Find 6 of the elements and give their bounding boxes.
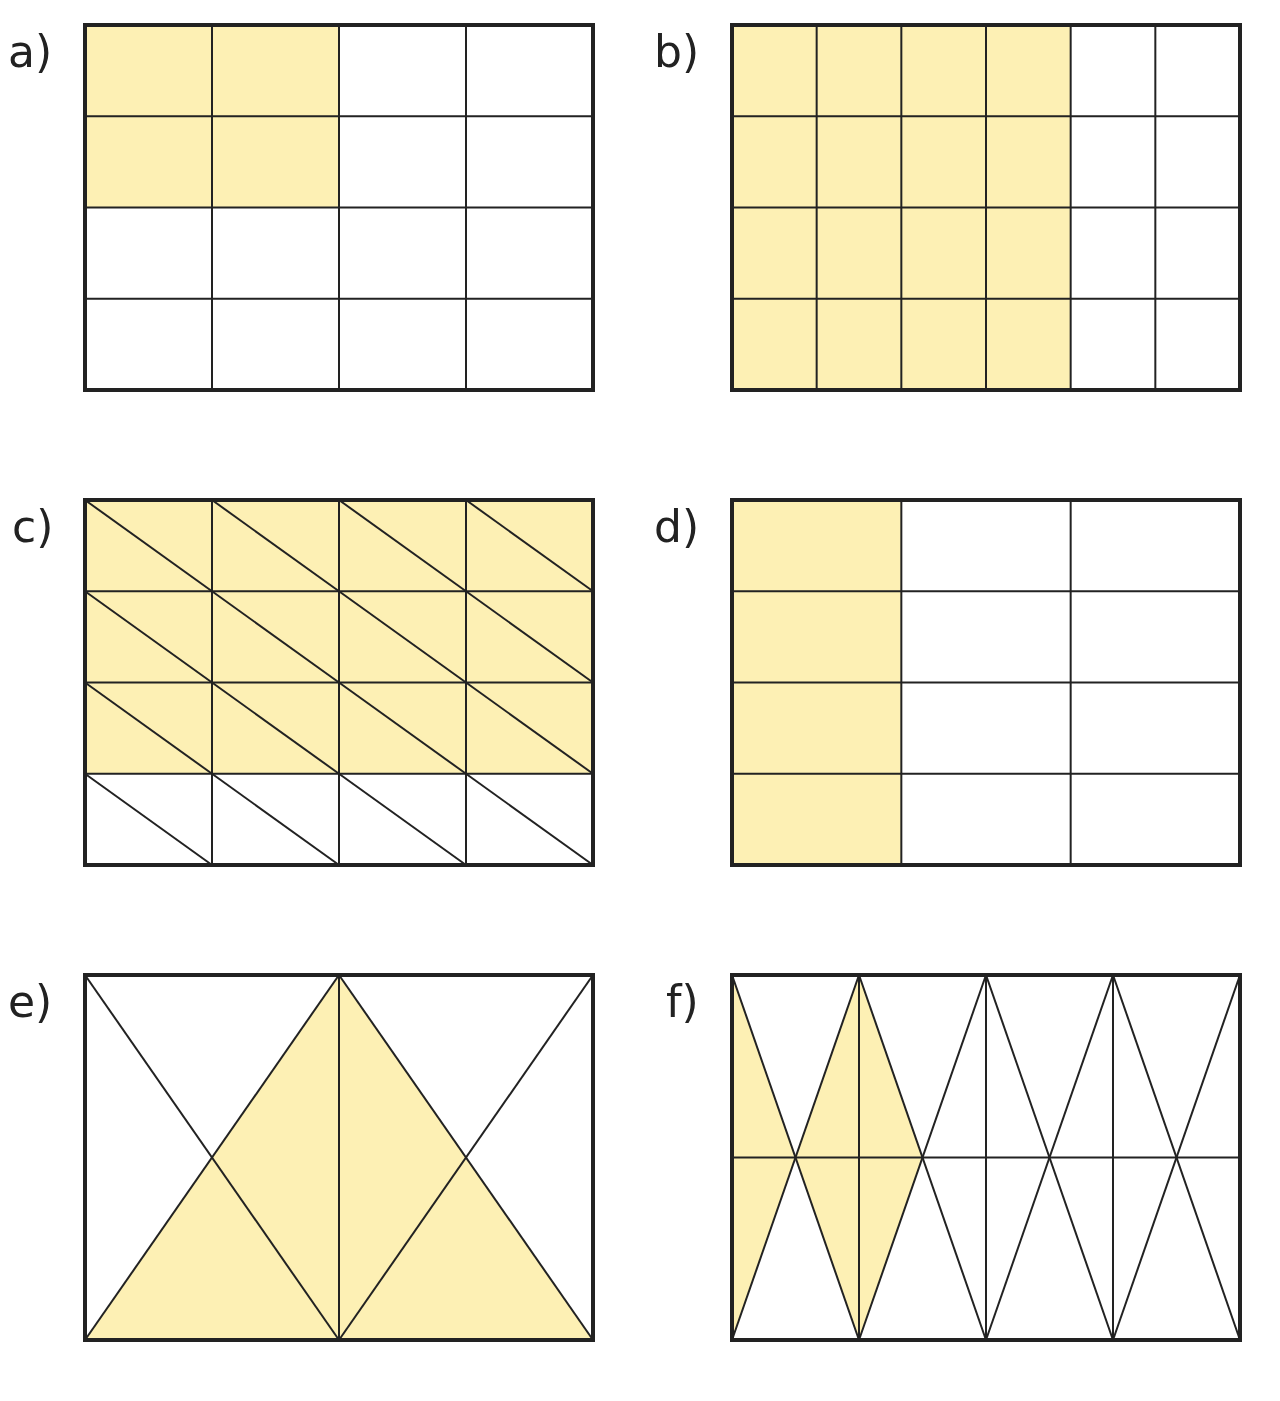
panel-label: b): [654, 30, 700, 74]
panel-label: e): [8, 980, 53, 1024]
panel-label: a): [8, 30, 53, 74]
panel-label: f): [666, 980, 699, 1024]
panel-label: d): [654, 505, 700, 549]
panel-label: c): [12, 505, 54, 549]
